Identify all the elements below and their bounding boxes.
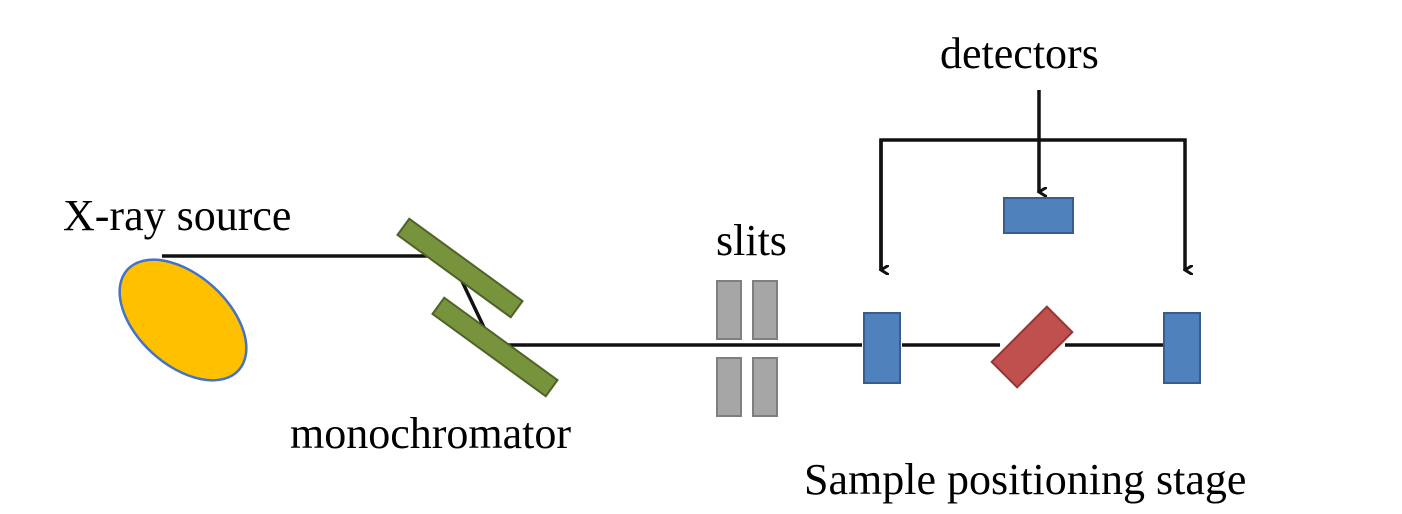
slit-blade-top-left xyxy=(716,280,742,340)
detector-incident xyxy=(863,312,901,384)
label-detectors: detectors xyxy=(940,29,1099,78)
label-sample-positioning-stage: Sample positioning stage xyxy=(804,455,1246,504)
monochromator-crystal-upper xyxy=(396,217,524,319)
label-xray-source: X-ray source xyxy=(63,191,291,240)
detector-transmitted xyxy=(1163,312,1201,384)
sample xyxy=(990,305,1074,389)
detector-fluorescence xyxy=(1003,197,1074,234)
xray-source-ellipse xyxy=(118,258,248,382)
label-slits: slits xyxy=(716,216,787,265)
slit-blade-top-right xyxy=(752,280,778,340)
label-monochromator: monochromator xyxy=(290,409,571,458)
slit-blade-bottom-right xyxy=(752,357,778,417)
monochromator-crystal-lower xyxy=(431,296,559,398)
slit-blade-bottom-left xyxy=(716,357,742,417)
